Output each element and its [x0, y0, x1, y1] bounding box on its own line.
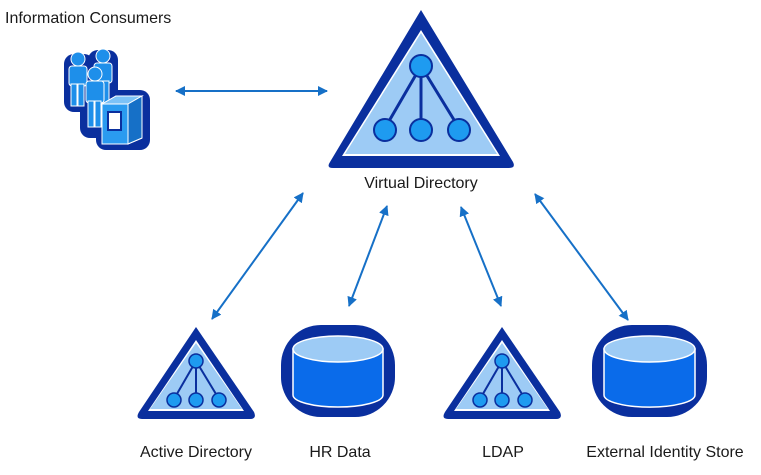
- arrow-vd-active-directory: [211, 192, 304, 320]
- virtual-directory-label: Virtual Directory: [364, 175, 478, 192]
- external-identity-store-icon[interactable]: [592, 325, 707, 417]
- ldap-label: LDAP: [482, 444, 524, 461]
- people-computer-icon[interactable]: [64, 48, 150, 150]
- external-identity-store-label: External Identity Store: [586, 444, 744, 461]
- hr-data-label: HR Data: [309, 444, 371, 461]
- connectors: [175, 86, 629, 321]
- consumers-label: Information Consumers: [5, 10, 172, 27]
- active-directory-label: Active Directory: [139, 444, 253, 461]
- ldap-icon[interactable]: [443, 327, 561, 419]
- virtual-directory-icon[interactable]: [328, 10, 514, 168]
- active-directory-icon[interactable]: [137, 327, 255, 419]
- arrow-vd-external-store: [534, 193, 629, 321]
- arrow-vd-ldap: [459, 206, 503, 307]
- hr-data-icon[interactable]: [281, 325, 395, 417]
- arrow-vd-hr-data: [347, 205, 389, 307]
